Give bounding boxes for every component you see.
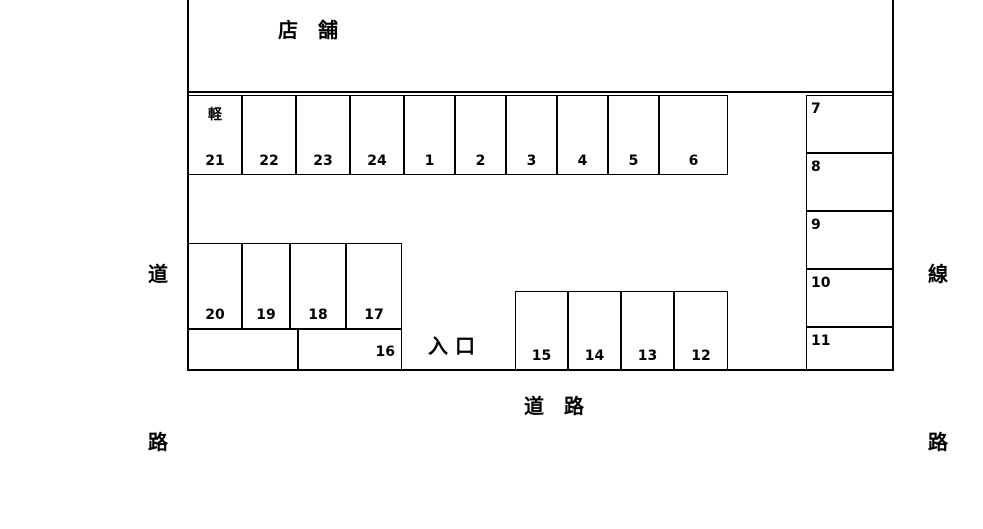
stall-number: 17 (364, 307, 384, 323)
stall-number: 21 (205, 153, 225, 169)
stall-number: 19 (256, 307, 276, 323)
road-label-left-char-2: 路 (148, 430, 168, 454)
stall-number: 20 (205, 307, 225, 323)
parking-stall[interactable]: 17 (346, 243, 402, 329)
stall-number: 8 (811, 159, 821, 175)
stall-number: 3 (526, 153, 537, 169)
stall-number: 1 (424, 153, 435, 169)
stall-number: 11 (811, 333, 831, 349)
stall-number: 18 (308, 307, 328, 323)
boundary-bottom-line (187, 369, 894, 371)
boundary-top-line (187, 0, 189, 2)
parking-stall[interactable]: 8 (806, 153, 893, 211)
stall-number: 23 (313, 153, 333, 169)
railway-label-right: 線 路 (918, 134, 958, 529)
boundary-left-line (187, 0, 189, 371)
stall-number: 15 (531, 348, 552, 364)
railway-label-right-char-1: 線 (928, 262, 948, 286)
stall-number: 12 (691, 348, 711, 364)
stall-number: 16 (375, 344, 395, 360)
parking-stall[interactable]: 19 (242, 243, 290, 329)
stall-number: 13 (637, 348, 658, 364)
road-label-left-char-1: 道 (148, 262, 168, 286)
parking-stall[interactable]: 7 (806, 95, 893, 153)
stall-number: 9 (811, 217, 821, 233)
stall-number: 5 (628, 153, 639, 169)
parking-stall[interactable]: 24 (350, 95, 404, 175)
parking-stall[interactable]: 1 (404, 95, 455, 175)
parking-stall[interactable]: 22 (242, 95, 296, 175)
parking-stall[interactable]: 20 (188, 243, 242, 329)
parking-stall[interactable]: 3 (506, 95, 557, 175)
parking-stall[interactable]: 4 (557, 95, 608, 175)
road-label-bottom: 道 路 (524, 394, 584, 418)
store-label: 店 舗 (278, 18, 338, 42)
parking-stall[interactable]: 11 (806, 327, 893, 370)
parking-stall[interactable]: 15 (515, 291, 568, 370)
parking-stall[interactable]: 23 (296, 95, 350, 175)
parking-stall[interactable]: 9 (806, 211, 893, 269)
stall-number: 6 (688, 153, 699, 169)
parking-stall[interactable]: 14 (568, 291, 621, 370)
boundary-right-line (892, 0, 894, 371)
stall-number: 14 (584, 348, 605, 364)
parking-stall[interactable]: 13 (621, 291, 674, 370)
parking-aisle-segment[interactable] (188, 329, 298, 370)
stall-number: 7 (811, 101, 821, 117)
stall-number: 4 (577, 153, 588, 169)
boundary-store-divider-line (187, 91, 894, 93)
parking-stall[interactable]: 2 (455, 95, 506, 175)
stall-number: 22 (259, 153, 279, 169)
parking-stall[interactable]: 16 (298, 329, 402, 370)
railway-label-right-char-2: 路 (928, 430, 948, 454)
kei-car-tag: 軽 (208, 107, 222, 123)
parking-stall[interactable]: 10 (806, 269, 893, 327)
entrance-label: 入 口 (428, 334, 475, 358)
road-label-left: 道 路 (138, 134, 178, 529)
stall-number: 24 (367, 153, 387, 169)
parking-stall[interactable]: 18 (290, 243, 346, 329)
parking-stall[interactable]: 5 (608, 95, 659, 175)
parking-stall[interactable]: 軽 21 (188, 95, 242, 175)
stall-number: 10 (811, 275, 831, 291)
stall-number: 2 (475, 153, 486, 169)
parking-stall[interactable]: 6 (659, 95, 728, 175)
parking-stall[interactable]: 12 (674, 291, 728, 370)
